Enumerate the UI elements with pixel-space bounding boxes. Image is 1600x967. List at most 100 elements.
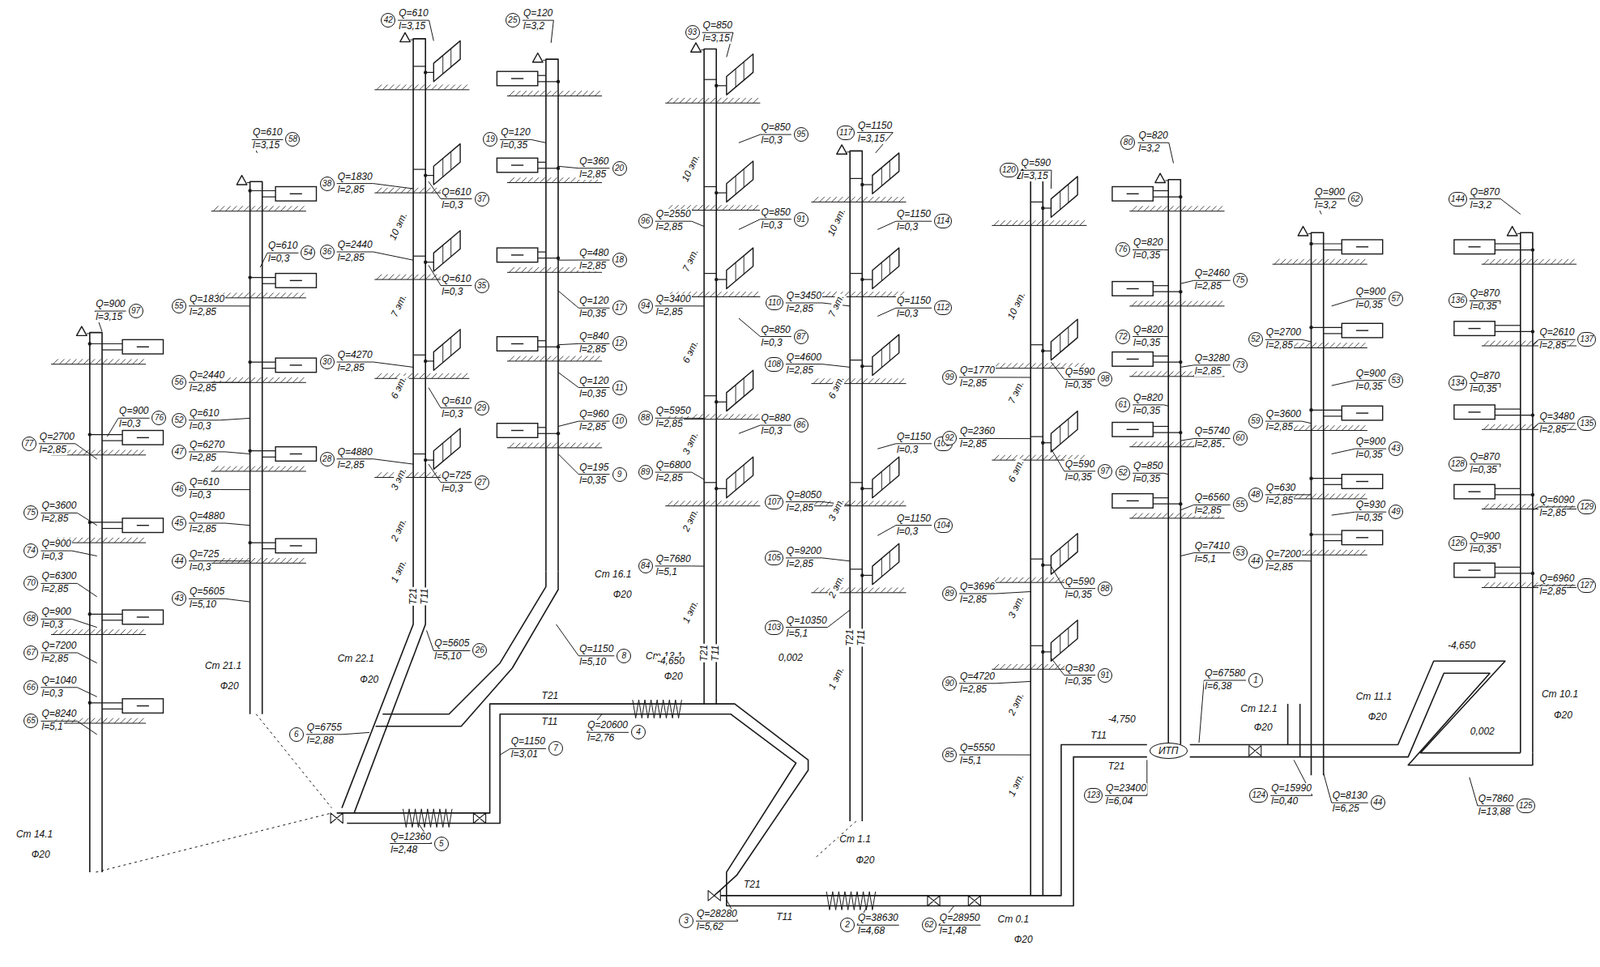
floor-hatch — [83, 718, 89, 724]
floor-hatch — [395, 85, 401, 90]
air-vent — [1297, 226, 1309, 236]
leader-line — [225, 523, 251, 526]
radiator-hatch — [735, 68, 737, 88]
radiator-mark — [290, 280, 303, 282]
joint-dot — [1531, 247, 1535, 252]
floor-hatch — [825, 378, 831, 384]
pipe-code: Т11 — [711, 644, 722, 662]
radiator-hatch — [450, 337, 452, 356]
flow-label: Q=3450 — [785, 290, 823, 302]
floor-hatch — [407, 274, 413, 280]
callout-number: 17 — [612, 300, 628, 316]
floor-hatch — [1137, 205, 1143, 211]
joint-dot — [88, 432, 92, 436]
leader-line — [558, 454, 579, 475]
flow-label: Q=870 — [1469, 452, 1501, 463]
floor-hatch — [1514, 582, 1519, 588]
floor-hatch — [225, 205, 231, 211]
drawing-note: Ст 16.1 — [593, 569, 632, 581]
floor-hatch — [558, 90, 564, 96]
floor-hatch — [539, 267, 545, 273]
joint-dot — [714, 191, 718, 195]
node-text: ИТП — [1158, 745, 1179, 757]
flow-label: Q=820 — [1132, 392, 1164, 404]
length-label: l=2,85 — [1538, 586, 1567, 598]
drawing-note: Ст 22.1 — [337, 653, 376, 665]
floor-hatch — [515, 177, 521, 183]
floor-hatch — [1180, 371, 1186, 377]
floor-hatch — [887, 196, 892, 202]
leader-line — [691, 472, 704, 480]
leader-line — [1301, 421, 1312, 424]
joint-dot — [1178, 430, 1182, 435]
floor-hatch — [280, 466, 286, 472]
floor-hatch — [849, 196, 855, 202]
flow-label: Q=1150 — [857, 120, 893, 132]
radiator-connection — [262, 548, 276, 550]
floor-hatch — [401, 274, 406, 280]
floor-hatch — [1483, 259, 1489, 265]
floor-label: 1 эт. — [1006, 772, 1027, 800]
length-label: l=0,35 — [499, 140, 529, 151]
floor-hatch — [1557, 259, 1562, 265]
callout-number: 96 — [638, 213, 653, 229]
radiator-symbol — [1454, 239, 1495, 255]
branch-dotted — [95, 813, 332, 873]
floor-hatch — [728, 291, 734, 297]
radiator-symbol — [1341, 323, 1383, 338]
radiator-connection — [1494, 414, 1533, 416]
length-label: l=13,88 — [1477, 806, 1512, 818]
radiator-connection — [537, 433, 559, 435]
floor-hatch — [753, 98, 759, 103]
floor-hatch — [1341, 342, 1347, 348]
floor-hatch — [1186, 371, 1192, 377]
floor-hatch — [1311, 425, 1317, 431]
radiator-mark — [1356, 246, 1369, 248]
radiator-symbol — [1454, 405, 1495, 420]
floor-hatch — [716, 413, 722, 419]
joint-dot — [423, 173, 427, 177]
floor-hatch — [1073, 220, 1079, 226]
joint-dot — [1531, 493, 1535, 497]
flow-label: Q=900 — [94, 298, 126, 310]
radiator-connection — [89, 521, 123, 523]
leader-line — [827, 610, 851, 628]
riser-pipe — [250, 181, 263, 715]
radiator-mark — [1468, 328, 1481, 329]
floor-hatch — [1323, 550, 1329, 555]
radiator-symbol — [1112, 422, 1153, 438]
radiator-connection — [102, 349, 123, 350]
radiator-symbol — [872, 456, 900, 498]
length-label: l=2,85 — [785, 558, 815, 570]
drawing-note: -4,650 — [1446, 640, 1477, 652]
floor-hatch — [120, 537, 126, 543]
callout-number: 4 — [631, 725, 646, 740]
callout-number: 29 — [474, 401, 490, 416]
floor-hatch — [679, 98, 685, 103]
callout-number: 126 — [1448, 536, 1468, 551]
flow-label: Q=725 — [188, 549, 220, 560]
radiator-hatch — [881, 167, 883, 187]
floor-hatch — [1311, 342, 1317, 348]
floor-hatch — [238, 558, 244, 564]
leader-line — [691, 305, 704, 307]
radiator-connection — [1152, 431, 1181, 433]
joint-dot — [423, 458, 427, 462]
callout-number: 62 — [1348, 192, 1363, 207]
leader-line — [1180, 365, 1194, 368]
radiator-symbol — [1050, 319, 1078, 360]
leader-line — [1532, 585, 1540, 587]
floor-hatch — [298, 558, 304, 564]
floor-hatch — [1329, 550, 1335, 555]
radiator-connection — [1030, 344, 1043, 346]
flow-label: Q=3600 — [40, 500, 77, 512]
floor-hatch — [231, 466, 237, 472]
length-label: l=5,10 — [578, 657, 607, 668]
leader-line — [225, 305, 251, 307]
length-label: l=3,15 — [857, 133, 886, 145]
radiator-mark — [290, 364, 303, 366]
radiator-hatch — [881, 349, 883, 368]
callout-number: 70 — [23, 576, 39, 591]
callout-number: 52 — [1248, 332, 1263, 347]
leader-line — [1050, 566, 1064, 589]
